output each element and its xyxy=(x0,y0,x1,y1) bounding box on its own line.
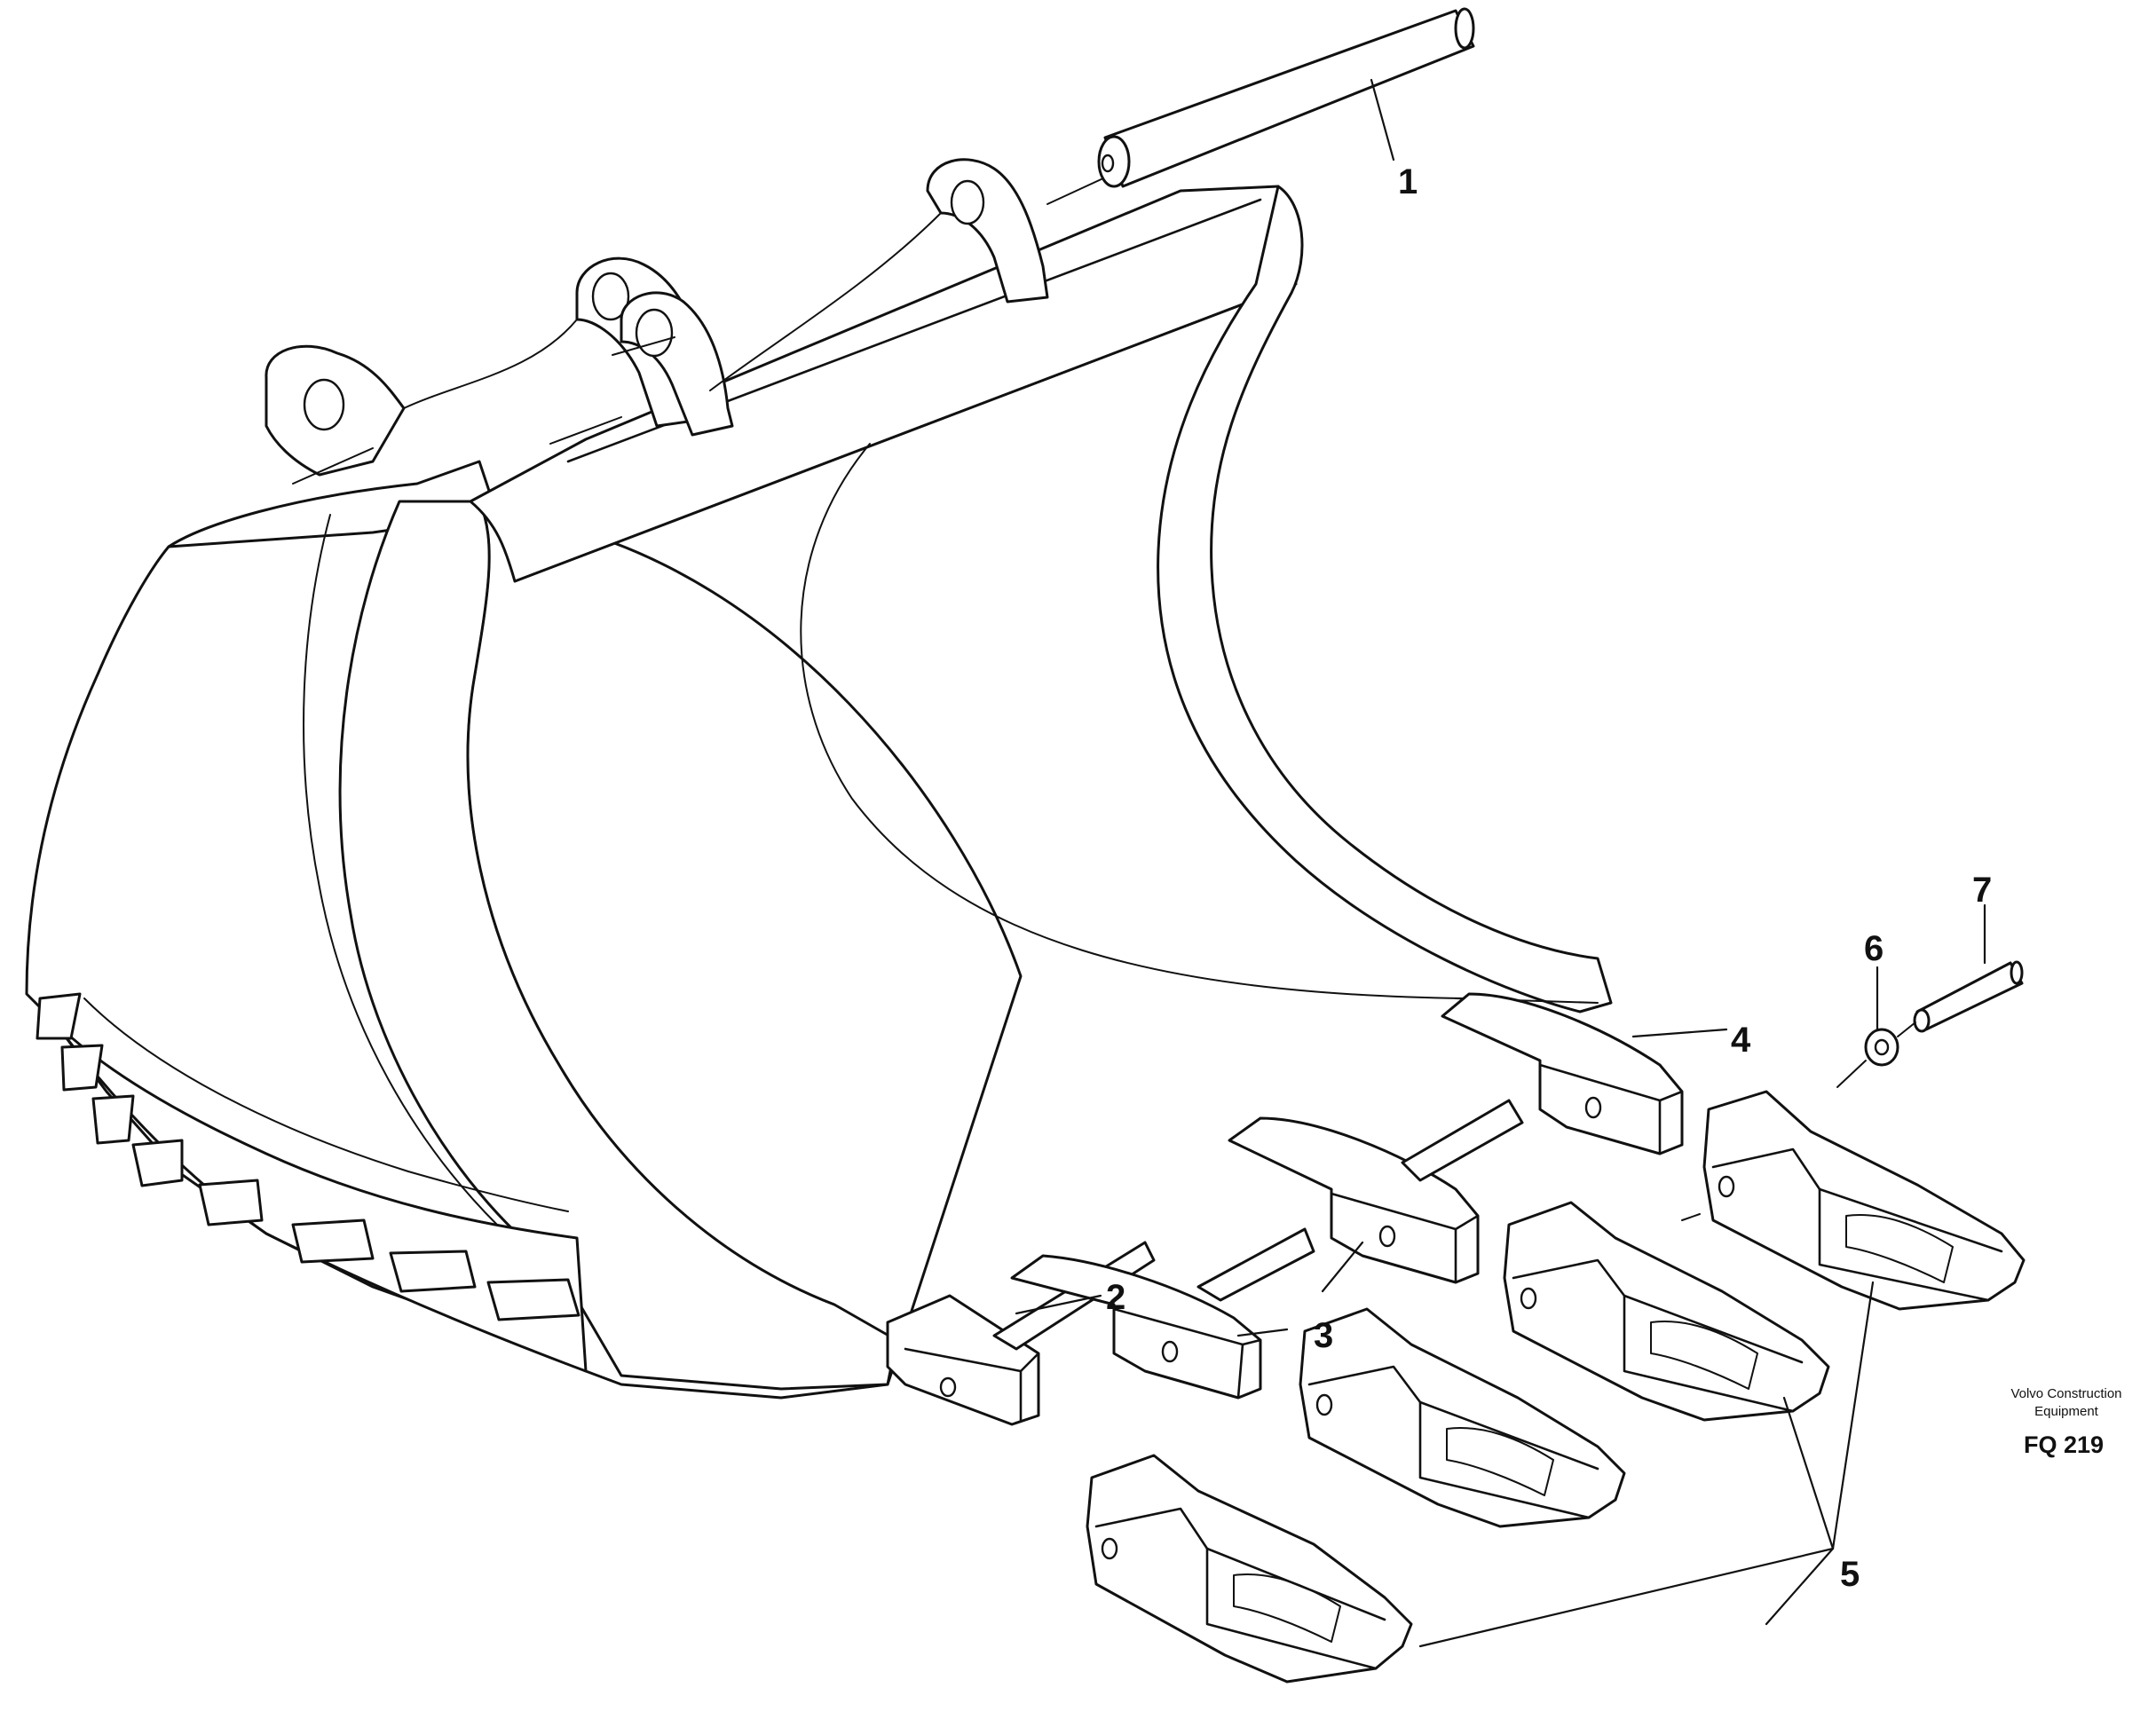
tooth-2 xyxy=(1299,1307,1626,1528)
adapter-right xyxy=(1441,992,1684,1155)
figure-code: FQ 219 xyxy=(2024,1431,2104,1458)
leader-lines xyxy=(1015,78,1986,1648)
callout-6: 6 xyxy=(1864,929,1884,968)
lock-pin-part xyxy=(1913,960,2024,1033)
adapter-middle xyxy=(1228,1099,1524,1284)
tooth-1 xyxy=(1086,1454,1413,1684)
adapter-middle-left xyxy=(1010,1227,1315,1400)
lug-hole-icon xyxy=(950,179,985,225)
pin-part xyxy=(1097,7,1475,188)
tooth-3 xyxy=(1503,1201,1830,1422)
lug-hole-icon xyxy=(591,272,630,321)
callout-labels: 1 2 3 4 5 6 7 xyxy=(1106,162,1992,1594)
callout-3: 3 xyxy=(1314,1316,1333,1355)
callout-2: 2 xyxy=(1106,1278,1125,1317)
lock-axis-line xyxy=(1836,1060,1867,1088)
lug-hole-icon xyxy=(303,378,345,431)
lock-washer-part xyxy=(1864,1028,1899,1067)
callout-4: 4 xyxy=(1731,1021,1751,1060)
publisher-line-1: Volvo Construction xyxy=(2010,1386,2121,1401)
bucket-body xyxy=(25,158,1613,1400)
callout-1: 1 xyxy=(1398,162,1418,201)
publisher-line-2: Equipment xyxy=(2034,1404,2099,1419)
lock-axis-line xyxy=(1897,1021,1916,1037)
callout-5: 5 xyxy=(1840,1555,1860,1594)
lug-hole-icon xyxy=(635,308,674,358)
tooth-4 xyxy=(1681,1090,2026,1311)
figure-credit: Volvo Construction Equipment FQ 219 xyxy=(2010,1386,2121,1458)
callout-7: 7 xyxy=(1972,871,1992,910)
